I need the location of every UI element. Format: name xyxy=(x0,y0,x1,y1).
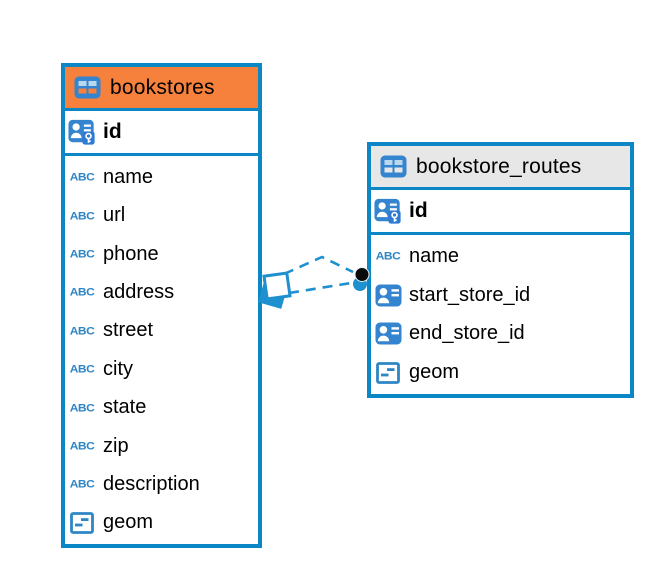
text-type-icon: ABC xyxy=(69,401,95,415)
field-row-zip[interactable]: ABC zip xyxy=(65,426,258,466)
primary-key-label: id xyxy=(103,120,122,143)
text-type-icon: ABC xyxy=(69,285,95,299)
table-bookstores[interactable]: bookstores id ABC xyxy=(61,63,262,548)
field-row-url[interactable]: ABC url xyxy=(65,196,258,235)
relationship-dashed-line-lower[interactable] xyxy=(288,281,352,295)
geometry-type-icon xyxy=(374,361,402,384)
relationship-dashed-line-upper[interactable] xyxy=(283,255,354,276)
overlapping-squares-icon[interactable] xyxy=(258,271,292,309)
text-type-icon: ABC xyxy=(69,324,95,338)
primary-key-label: id xyxy=(409,199,428,222)
text-type-icon: ABC xyxy=(69,362,95,376)
primary-key-icon xyxy=(68,118,96,146)
primary-key-row[interactable]: id xyxy=(371,190,630,235)
contact-card-icon xyxy=(374,284,402,307)
field-row-start-store-id[interactable]: start_store_id xyxy=(371,275,630,315)
field-row-description[interactable]: ABC description xyxy=(65,465,258,504)
table-header[interactable]: bookstore_routes xyxy=(371,146,630,190)
table-title: bookstores xyxy=(110,75,215,99)
table-icon xyxy=(73,76,101,99)
table-icon xyxy=(379,155,407,178)
field-row-end-store-id[interactable]: end_store_id xyxy=(371,314,630,354)
table-header[interactable]: bookstores xyxy=(65,67,258,111)
primary-key-row[interactable]: id xyxy=(65,111,258,156)
table-bookstore-routes[interactable]: bookstore_routes id ABC xyxy=(367,142,634,398)
field-row-city[interactable]: ABC city xyxy=(65,350,258,389)
text-type-icon: ABC xyxy=(375,249,401,263)
field-list: ABC name start_store_id xyxy=(371,235,630,394)
field-row-geom[interactable]: geom xyxy=(371,353,630,392)
table-title: bookstore_routes xyxy=(416,154,582,178)
field-row-name[interactable]: ABC name xyxy=(371,237,630,276)
geometry-type-icon xyxy=(68,511,96,534)
primary-key-icon xyxy=(374,197,402,225)
field-row-state[interactable]: ABC state xyxy=(65,388,258,427)
text-type-icon: ABC xyxy=(69,478,95,491)
field-row-address[interactable]: ABC address xyxy=(65,273,258,312)
field-row-phone[interactable]: ABC phone xyxy=(65,234,258,274)
contact-card-icon xyxy=(374,322,402,345)
field-list: ABC name ABC url ABC phone ABC address A… xyxy=(65,156,258,544)
text-type-icon: ABC xyxy=(69,209,95,223)
text-type-icon: ABC xyxy=(69,439,95,453)
field-row-name[interactable]: ABC name xyxy=(65,158,258,197)
text-type-icon: ABC xyxy=(69,247,95,261)
text-type-icon: ABC xyxy=(69,170,95,184)
field-row-street[interactable]: ABC street xyxy=(65,311,258,351)
field-row-geom[interactable]: geom xyxy=(65,503,258,543)
